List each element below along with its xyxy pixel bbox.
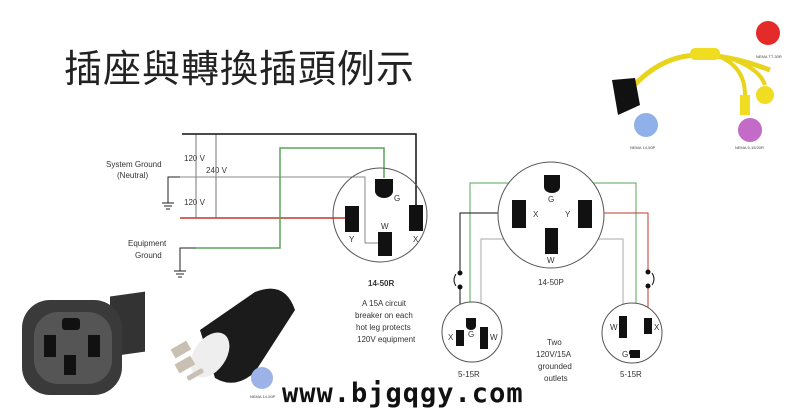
p-y-label: Y bbox=[565, 210, 571, 219]
or-w-label: W bbox=[610, 323, 618, 332]
nema-515r-icon bbox=[738, 118, 762, 142]
or-g-label: G bbox=[622, 350, 628, 359]
outlet-left-5-15r: G X W bbox=[441, 301, 503, 363]
neutral-wire bbox=[180, 176, 378, 244]
outlet-right-5-15r: W X G bbox=[601, 302, 663, 364]
slide-title: 插座與轉換插頭例示 bbox=[64, 47, 416, 91]
breaker-left-icon bbox=[453, 270, 463, 290]
system-ground-symbol bbox=[167, 176, 180, 203]
outlets-note-line: Two bbox=[547, 338, 562, 347]
ground-label: Ground bbox=[135, 251, 162, 260]
ol-name: 5-15R bbox=[458, 370, 480, 379]
r-1450-name: 14-50R bbox=[368, 279, 394, 288]
plug-photo: NEMA 14-50P bbox=[170, 288, 295, 399]
hot-x-wire bbox=[182, 133, 417, 205]
v120-top-label: 120 V bbox=[184, 154, 206, 163]
tt30r-label: NEMA TT-30R bbox=[756, 54, 782, 59]
neutral-label: (Neutral) bbox=[117, 171, 148, 180]
r-g-label: G bbox=[394, 194, 400, 203]
or-x-label: X bbox=[654, 323, 660, 332]
p-w-label: W bbox=[547, 256, 555, 265]
p1450-label: NEMA 14-50P bbox=[630, 145, 656, 150]
ground-wire bbox=[196, 147, 385, 249]
breaker-note-line: A 15A circuit bbox=[362, 299, 407, 308]
receptacle-photo bbox=[22, 291, 145, 395]
r515-label: NEMA 5-15/20R bbox=[735, 145, 764, 150]
r-w-label: W bbox=[381, 222, 389, 231]
ol-w-label: W bbox=[490, 333, 498, 342]
plug-14-50p: G X Y W bbox=[497, 161, 605, 269]
p-x-label: X bbox=[533, 210, 539, 219]
breaker-note-line: 120V equipment bbox=[357, 335, 416, 344]
nema-1450p-icon bbox=[634, 113, 658, 137]
v120-bottom-label: 120 V bbox=[184, 198, 206, 207]
outlets-note-line: 120V/15A bbox=[536, 350, 572, 359]
equipment-label: Equipment bbox=[128, 239, 167, 248]
receptacle-14-50r: G W Y X 14-50R bbox=[332, 167, 428, 288]
watermark: www.bjgqgy.com bbox=[282, 378, 524, 409]
system-ground-label: System Ground bbox=[106, 160, 162, 169]
outlets-note-line: grounded bbox=[538, 362, 572, 371]
r-y-label: Y bbox=[349, 235, 355, 244]
r-x-label: X bbox=[413, 235, 419, 244]
outlets-note-line: outlets bbox=[544, 374, 568, 383]
p-g-label: G bbox=[548, 195, 554, 204]
plug-hot-x-wire bbox=[459, 212, 512, 272]
p-1450-name: 14-50P bbox=[538, 278, 564, 287]
or-name: 5-15R bbox=[620, 370, 642, 379]
tt30r-icon bbox=[756, 21, 780, 45]
plug-hot-y-wire bbox=[592, 212, 649, 272]
ol-x-label: X bbox=[448, 333, 454, 342]
v240-label: 240 V bbox=[206, 166, 228, 175]
ol-g-label: G bbox=[468, 330, 474, 339]
breaker-right-icon bbox=[645, 269, 655, 289]
adapter-cable-photo: NEMA TT-30R NEMA 14-50P NEMA 5-15/20R bbox=[612, 21, 782, 150]
plug-photo-label: NEMA 14-50P bbox=[250, 394, 276, 399]
breaker-note-line: hot leg protects bbox=[356, 323, 411, 332]
breaker-note-line: breaker on each bbox=[355, 311, 413, 320]
equipment-ground-symbol bbox=[179, 247, 196, 271]
